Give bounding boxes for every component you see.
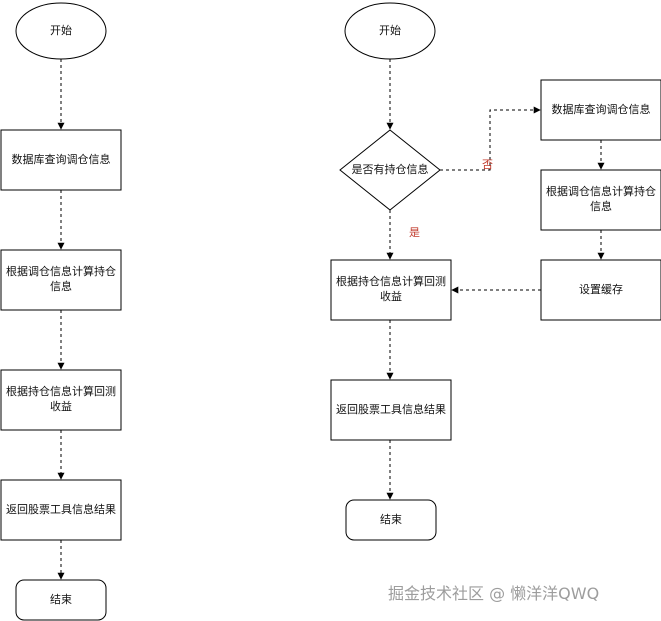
right-end-label: 结束 bbox=[380, 512, 402, 526]
left-end-node bbox=[15, 579, 107, 621]
right-no-edge-label: 否 bbox=[482, 158, 493, 171]
left-step4-label: 返回股票工具信息结果 bbox=[6, 502, 116, 516]
left-start-label: 开始 bbox=[50, 23, 72, 37]
right-return-result-label: 返回股票工具信息结果 bbox=[336, 402, 446, 416]
right-set-cache-label: 设置缓存 bbox=[579, 282, 623, 296]
left-end-label: 结束 bbox=[50, 592, 72, 606]
right-compute-holdings-node bbox=[540, 169, 661, 231]
left-step3-label: 根据持仓信息计算回测收益 bbox=[6, 385, 116, 413]
left-step2-label: 根据调仓信息计算持仓信息 bbox=[6, 265, 116, 293]
right-decision-label: 是否有持仓信息 bbox=[351, 162, 429, 176]
right-start-label: 开始 bbox=[379, 23, 401, 37]
left-step1-node bbox=[0, 129, 122, 191]
left-step3-node bbox=[0, 369, 122, 431]
right-end-node bbox=[345, 499, 437, 541]
right-compute-returns-label: 根据持仓信息计算回测收益 bbox=[336, 275, 446, 303]
right-yes-edge-label: 是 bbox=[409, 226, 420, 239]
right-query-node bbox=[540, 79, 661, 141]
left-step1-label: 数据库查询调仓信息 bbox=[11, 152, 111, 166]
watermark-text: 掘金技术社区 @ 懒洋洋QWQ bbox=[388, 584, 600, 603]
right-edge-decision-no bbox=[440, 106, 541, 171]
right-return-result-node bbox=[330, 379, 452, 441]
right-set-cache-node bbox=[540, 259, 661, 321]
right-compute-holdings-label: 根据调仓信息计算持仓信息 bbox=[546, 185, 656, 213]
right-compute-returns-node bbox=[330, 259, 452, 321]
right-query-label: 数据库查询调仓信息 bbox=[551, 102, 651, 116]
left-step2-node bbox=[0, 249, 122, 311]
